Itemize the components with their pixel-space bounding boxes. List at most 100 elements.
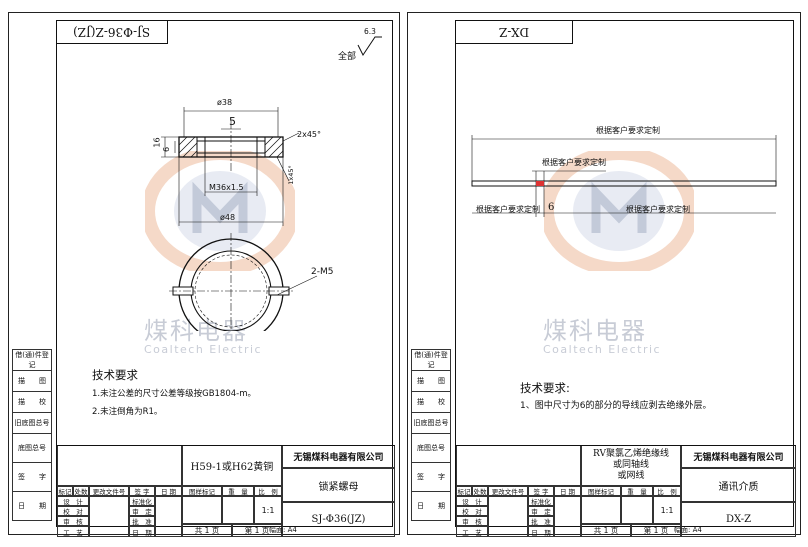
drawing-code-flipped: SJ-Φ36-Z(JZ) xyxy=(73,25,151,39)
rev-header-sign: 签 字 xyxy=(129,486,155,496)
tech-requirements-title: 技术要求: xyxy=(520,381,570,395)
stage-blank xyxy=(581,496,621,524)
weight-blank xyxy=(621,496,653,524)
rev-header-count: 处数 xyxy=(472,486,488,496)
scale-header: 比 例 xyxy=(653,486,681,496)
dim-strip-6: 6 xyxy=(548,202,555,213)
dim-diameter-48: ø48 xyxy=(220,213,236,222)
stage-mark-header: 图样标记 xyxy=(581,486,621,496)
side-label: 日 期 xyxy=(12,491,52,521)
side-label: 签 字 xyxy=(411,462,451,492)
role-check: 校 对 xyxy=(456,506,488,516)
side-label: 底图总号 xyxy=(411,433,451,463)
side-register-table: 借(通)件登记 描 图 描 校 旧底图总号 底图总号 签 字 日 期 xyxy=(12,349,52,521)
side-label: 描 图 xyxy=(411,370,451,392)
role-design: 设 计 xyxy=(456,496,488,506)
side-label: 描 校 xyxy=(12,391,52,413)
surface-finish-label: 全部 xyxy=(338,52,357,62)
std-label-date: 日 期 xyxy=(528,526,554,537)
watermark-english: Coaltech Electric xyxy=(543,343,662,356)
rev-header-sign: 签 字 xyxy=(528,486,554,496)
rev-header-mark: 标记 xyxy=(456,486,472,496)
side-label: 借(通)件登记 xyxy=(12,349,52,371)
material-cell: RV聚氯乙烯绝缘线 或同轴线 或网线 xyxy=(581,446,681,486)
roughness-value: 6.3 xyxy=(364,27,376,36)
sheet-number: 第 1 页 xyxy=(631,524,681,537)
role-review: 审 核 xyxy=(456,516,488,526)
drawing-frame-right: DX-Z 煤科电器 Coaltech Electric 根据客户要求定制 xyxy=(455,20,796,537)
title-block-left: H59-1或H62黄铜 无锡煤科电器有限公司 锁紧螺母 SJ-Φ36(JZ) 标… xyxy=(57,445,395,537)
watermark-chinese: 煤科电器 xyxy=(543,317,647,345)
drawing-code-flipped: DX-Z xyxy=(498,25,530,39)
part-name-cell: 通讯介质 xyxy=(681,468,796,502)
title-block-blank xyxy=(57,446,182,486)
tech-requirements-title: 技术要求 xyxy=(92,368,138,382)
drawing-sheet-left: 借(通)件登记 描 图 描 校 旧底图总号 底图总号 签 字 日 期 SJ-Φ3… xyxy=(8,12,400,537)
material-line: 或网线 xyxy=(617,471,645,481)
drawing-code-box: SJ-Φ36-Z(JZ) xyxy=(56,20,168,44)
brand-watermark-logo-icon xyxy=(544,151,694,271)
dim-16: 16 xyxy=(152,137,162,148)
title-block-blank xyxy=(456,446,581,486)
side-label: 旧底图总号 xyxy=(12,412,52,434)
scale-value: 1:1 xyxy=(653,496,681,524)
scale-value: 1:1 xyxy=(254,496,282,524)
part-name-cell: 锁紧螺母 xyxy=(282,468,395,502)
drawing-number-cell: SJ-Φ36(JZ) xyxy=(282,502,395,537)
watermark-english: Coaltech Electric xyxy=(144,343,263,356)
dim-thread-m36: M36x1.5 xyxy=(209,183,244,192)
role-process: 工 艺 xyxy=(456,526,488,537)
std-label-date: 日 期 xyxy=(129,526,155,537)
role-review: 审 核 xyxy=(57,516,89,526)
role-names-blank xyxy=(89,496,129,537)
company-cell: 无锡煤科电器有限公司 xyxy=(681,446,796,468)
drawing-sheet-right: 借(通)件登记 描 图 描 校 旧底图总号 底图总号 签 字 日 期 DX-Z … xyxy=(407,12,801,537)
dim-chamfer-2x45: 2x45° xyxy=(297,130,322,139)
dim-6: 6 xyxy=(162,146,172,153)
paper-format: 幅面: A4 xyxy=(269,526,297,534)
std-label-standardize: 标准化 xyxy=(129,496,155,506)
paper-format: 幅面: A4 xyxy=(674,526,702,534)
tech-requirement-item: 2.未注倒角为R1。 xyxy=(92,407,163,417)
rev-header-date: 日 期 xyxy=(554,486,581,496)
side-label: 描 校 xyxy=(411,391,451,413)
std-label-ratify: 批 准 xyxy=(528,516,554,526)
lock-nut-drawing xyxy=(161,107,318,331)
std-label-ratify: 批 准 xyxy=(129,516,155,526)
rev-header-doc: 更改文件号 xyxy=(488,486,528,496)
stage-mark-header: 图样标记 xyxy=(182,486,222,496)
stage-blank xyxy=(182,496,222,524)
role-check: 校 对 xyxy=(57,506,89,516)
material-line: 或同轴线 xyxy=(612,460,649,470)
note-custom-mid: 根据客户要求定制 xyxy=(542,158,606,167)
drawing-frame-left: SJ-Φ36-Z(JZ) 全部 6.3 煤科电器 Coaltech Electr… xyxy=(56,20,395,537)
drawing-code-box: DX-Z xyxy=(455,20,573,44)
company-cell: 无锡煤科电器有限公司 xyxy=(282,446,395,468)
rev-header-doc: 更改文件号 xyxy=(89,486,129,496)
role-design: 设 计 xyxy=(57,496,89,506)
note-custom-right: 根据客户要求定制 xyxy=(626,205,690,214)
roughness-symbol-icon xyxy=(357,36,382,56)
dim-diameter-38: ø38 xyxy=(217,98,233,107)
tech-requirement-item: 1.未注公差的尺寸公差等级按GB1804-m。 xyxy=(92,389,257,399)
rev-header-mark: 标记 xyxy=(57,486,73,496)
sheets-total: 共 1 页 xyxy=(581,524,631,537)
weight-header: 重 量 xyxy=(222,486,254,496)
sheet-number: 第 1 页 xyxy=(232,524,282,537)
note-custom-left: 根据客户要求定制 xyxy=(476,205,540,214)
rev-header-date: 日 期 xyxy=(155,486,182,496)
side-register-table: 借(通)件登记 描 图 描 校 旧底图总号 底图总号 签 字 日 期 xyxy=(411,349,451,521)
sheets-total: 共 1 页 xyxy=(182,524,232,537)
role-names-blank xyxy=(488,496,528,537)
scale-header: 比 例 xyxy=(254,486,282,496)
std-blank xyxy=(155,496,182,537)
tech-requirement-item: 1、图中尺寸为6的部分的导线应剥去绝缘外层。 xyxy=(520,401,712,411)
note-custom-length-top: 根据客户要求定制 xyxy=(596,126,660,135)
material-line: RV聚氯乙烯绝缘线 xyxy=(593,449,669,459)
material-cell: H59-1或H62黄铜 xyxy=(182,446,282,486)
watermark-chinese: 煤科电器 xyxy=(144,317,248,345)
side-label: 描 图 xyxy=(12,370,52,392)
side-label: 借(通)件登记 xyxy=(411,349,451,371)
std-label-standardize: 标准化 xyxy=(528,496,554,506)
cable-drawing xyxy=(471,135,777,217)
